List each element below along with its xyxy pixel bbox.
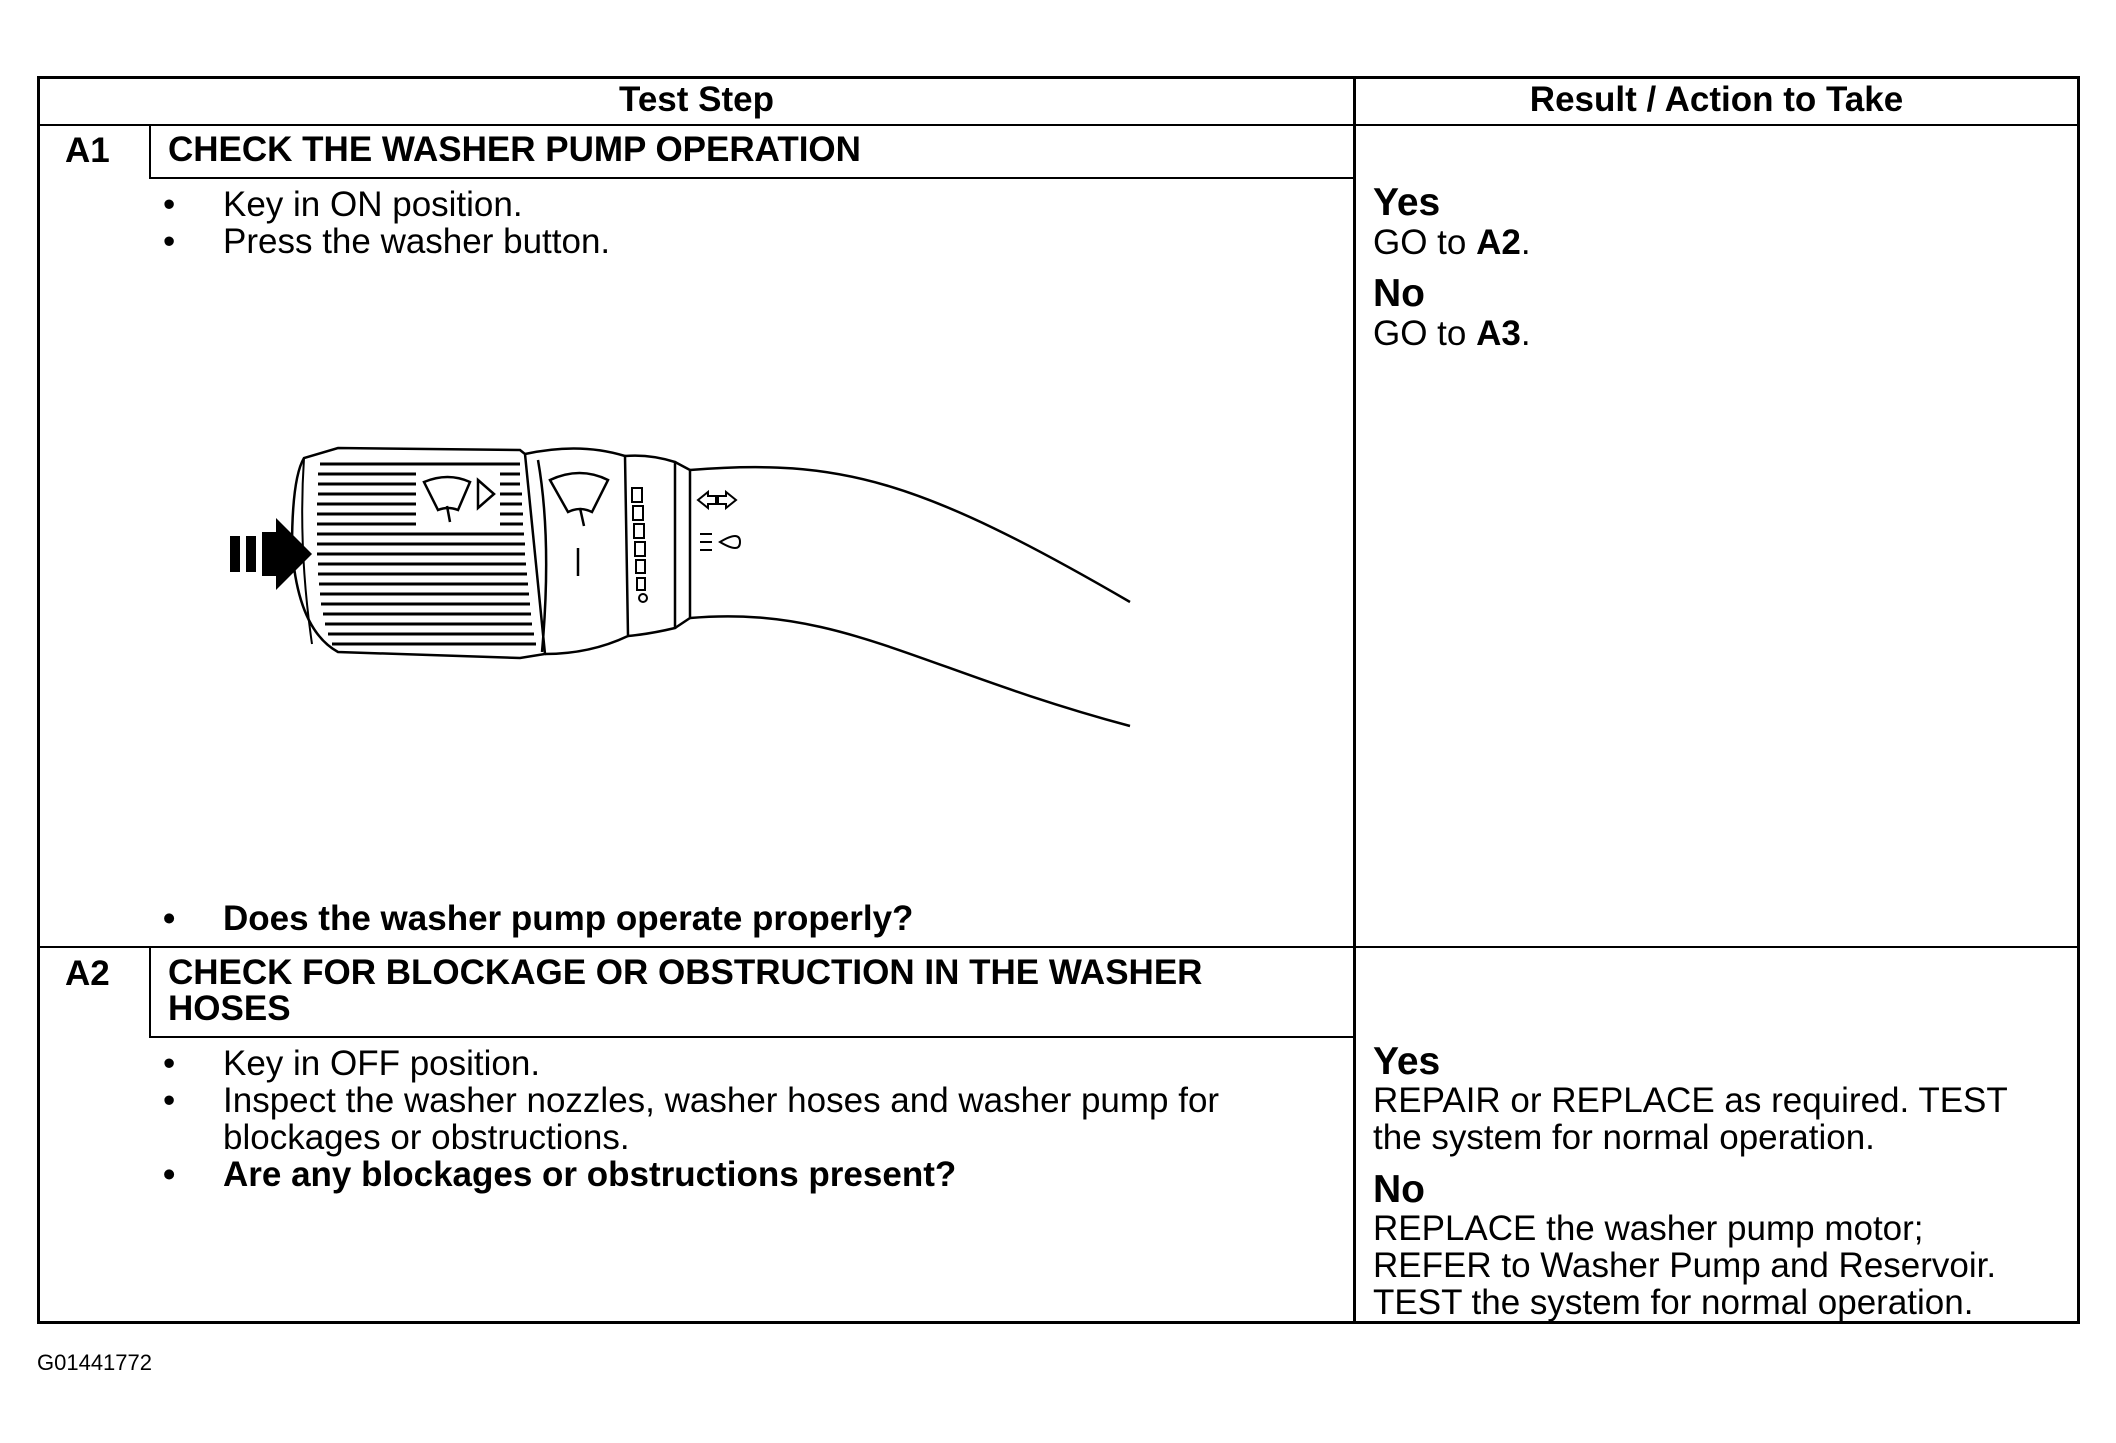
table-border-bottom	[37, 1321, 2080, 1324]
a1-no-prefix: GO to	[1373, 314, 1477, 353]
a2-no-line-1: REPLACE the washer pump motor;	[1373, 1209, 1924, 1248]
a1-id-divider	[149, 125, 151, 178]
a1-result-yes-label: Yes	[1373, 181, 1441, 224]
header-test-step: Test Step	[619, 80, 774, 119]
step-title-a1: CHECK THE WASHER PUMP OPERATION	[168, 130, 861, 169]
a2-title-line-2: HOSES	[168, 989, 291, 1028]
a1-bullet-2: Press the washer button.	[163, 223, 610, 260]
a2-result-no-label: No	[1373, 1168, 1425, 1211]
step-id-a2: A2	[65, 954, 110, 993]
a2-result-yes-text: REPAIR or REPLACE as required. TEST the …	[1373, 1082, 2008, 1156]
a1-no-suffix: .	[1520, 314, 1531, 353]
a2-yes-line-2: the system for normal operation.	[1373, 1118, 1875, 1157]
a2-instructions: Key in OFF position. Inspect the washer …	[163, 1045, 1219, 1193]
figure-id: G01441772	[37, 1350, 152, 1375]
a2-result-no-text: REPLACE the washer pump motor; REFER to …	[1373, 1210, 1996, 1321]
a2-bullet-1: Key in OFF position.	[163, 1045, 1219, 1082]
step-title-a2: CHECK FOR BLOCKAGE OR OBSTRUCTION IN THE…	[168, 955, 1202, 1027]
a1-bullet-1: Key in ON position.	[163, 186, 610, 223]
header-divider	[37, 124, 2080, 126]
a2-yes-line-1: REPAIR or REPLACE as required. TEST	[1373, 1081, 2008, 1120]
a1-result-no-text: GO to A3.	[1373, 315, 1531, 352]
a1-no-target-link[interactable]: A3	[1476, 314, 1521, 353]
a2-bullet-2-line-2: blockages or obstructions.	[223, 1118, 630, 1157]
a2-no-line-2: REFER to Washer Pump and Reservoir.	[1373, 1246, 1997, 1285]
press-arrow-icon	[230, 518, 312, 590]
a1-result-no-label: No	[1373, 272, 1425, 315]
a2-bullet-2: Inspect the washer nozzles, washer hoses…	[163, 1082, 1219, 1156]
step-id-a1: A1	[65, 131, 110, 170]
a2-id-divider	[149, 947, 151, 1037]
a1-instructions: Key in ON position. Press the washer but…	[163, 186, 610, 260]
a1-question: Does the washer pump operate properly?	[163, 900, 913, 937]
a1-question-text: Does the washer pump operate properly?	[163, 900, 913, 937]
a2-title-underline	[149, 1036, 1355, 1038]
a2-no-line-3: TEST the system for normal operation.	[1373, 1283, 1974, 1322]
column-divider	[1353, 76, 1356, 1324]
a2-question-text: Are any blockages or obstructions presen…	[163, 1156, 1219, 1193]
a1-title-underline	[149, 177, 1355, 179]
a2-title-line-1: CHECK FOR BLOCKAGE OR OBSTRUCTION IN THE…	[168, 953, 1203, 992]
a1-yes-target-link[interactable]: A2	[1476, 223, 1521, 262]
table-border-right	[2077, 76, 2080, 1324]
a2-result-yes-label: Yes	[1373, 1040, 1441, 1083]
table-border-left	[37, 76, 40, 1324]
a1-yes-suffix: .	[1520, 223, 1531, 262]
a1-yes-prefix: GO to	[1373, 223, 1477, 262]
wiper-stalk-illustration	[230, 446, 1131, 728]
a2-row-divider	[37, 946, 2080, 948]
a1-result-yes-text: GO to A2.	[1373, 224, 1531, 261]
a2-bullet-2-line-1: Inspect the washer nozzles, washer hoses…	[223, 1081, 1220, 1120]
header-result-action: Result / Action to Take	[1529, 80, 1904, 119]
table-border-top	[37, 76, 2080, 79]
